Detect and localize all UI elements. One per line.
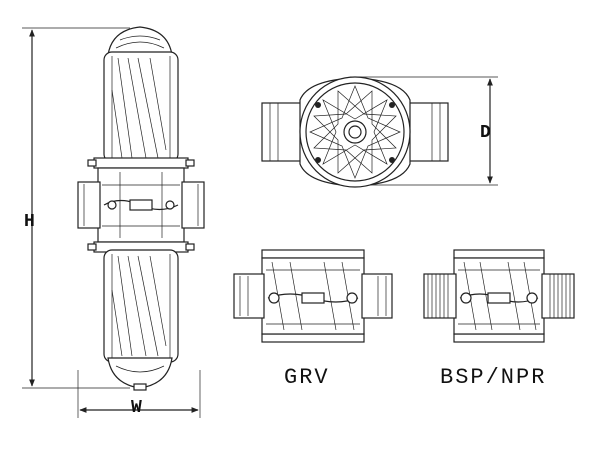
bottom-housing	[103, 249, 179, 363]
grv-manifold-drawing	[233, 249, 393, 343]
bsp-npr-manifold-drawing	[423, 249, 575, 343]
grv-outlet	[361, 273, 393, 319]
grv-caption: GRV	[284, 365, 330, 390]
bsp-npr-caption: BSP/NPR	[440, 365, 547, 390]
top-cap	[107, 26, 173, 56]
top-clamp	[93, 157, 189, 169]
inlet-port	[77, 181, 101, 229]
height-label: H	[24, 212, 35, 232]
diameter-label: D	[480, 123, 491, 143]
width-label: W	[131, 398, 142, 418]
filter-side-view	[22, 26, 205, 418]
filter-top-view	[261, 76, 498, 188]
top-view-inlet	[261, 102, 303, 162]
star-pattern	[309, 85, 401, 179]
outlet-port	[181, 181, 205, 229]
top-housing	[103, 51, 179, 163]
top-view-outlet	[407, 102, 449, 162]
grv-inlet	[233, 273, 265, 319]
